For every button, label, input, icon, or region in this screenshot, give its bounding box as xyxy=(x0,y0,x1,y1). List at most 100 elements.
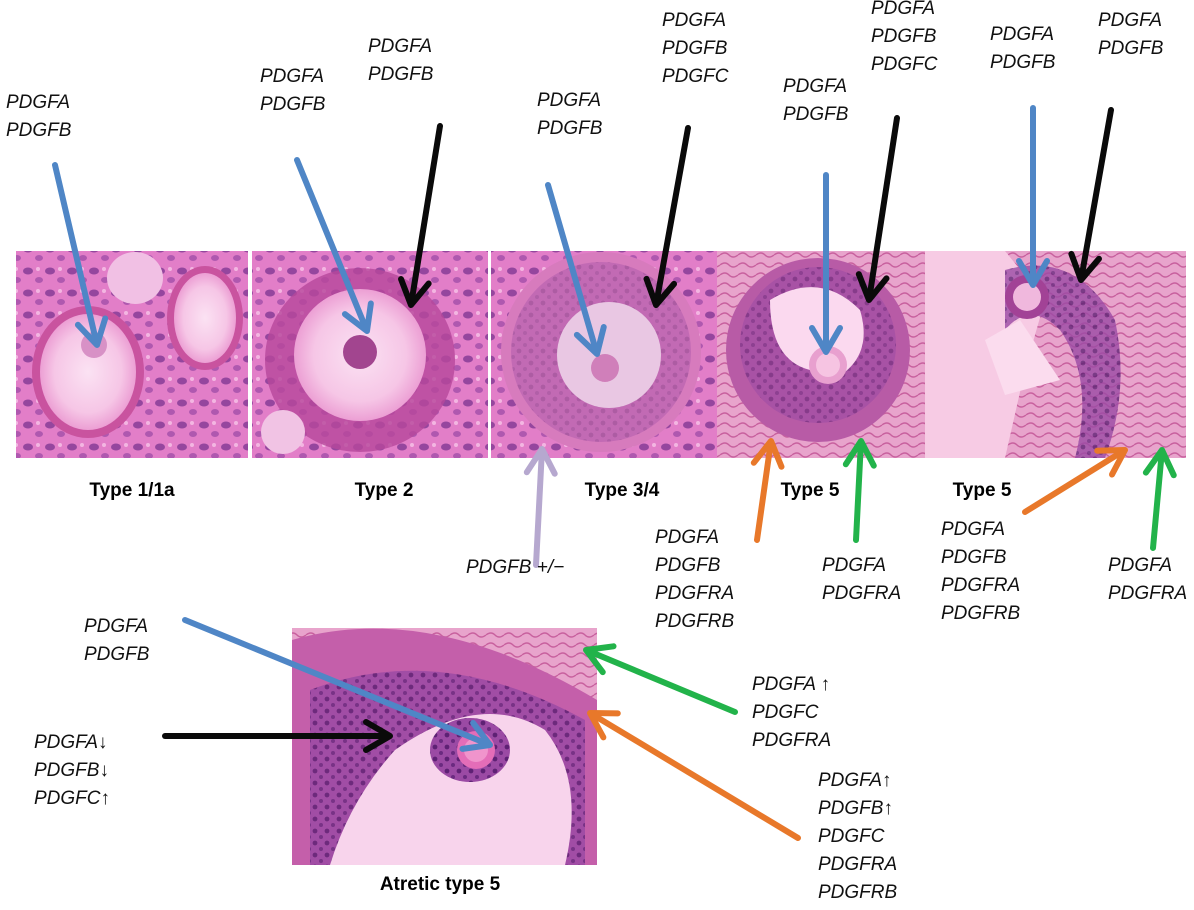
arrow-head xyxy=(523,446,558,477)
label-t2-oocyte: PDGFA PDGFB xyxy=(260,66,326,115)
arrow-shaft xyxy=(653,125,691,306)
caption-type1: Type 1/1a xyxy=(89,480,175,501)
arrow-atr-theca-interna xyxy=(587,710,801,841)
arrows xyxy=(52,105,1177,841)
label-line: PDGFB xyxy=(537,118,603,139)
arrow-t5a-theca-interna xyxy=(750,438,785,543)
label-atr-theca-interna: PDGFA↑ PDGFB↑ PDGFC PDGFRA PDGFRB xyxy=(818,770,898,903)
label-line: PDGFA xyxy=(368,36,432,57)
label-atr-granulosa: PDGFA↓ PDGFB↓ PDGFC↑ xyxy=(34,732,110,809)
arrow-head xyxy=(855,271,890,303)
arrow-atr-oocyte xyxy=(182,617,493,752)
label-line: PDGFA xyxy=(537,90,601,111)
label-line: PDGFA xyxy=(822,555,886,576)
label-line: PDGFB xyxy=(783,104,849,125)
label-line: PDGFB +/− xyxy=(466,557,564,578)
arrow-head xyxy=(1016,258,1050,288)
panel-type2 xyxy=(252,251,488,458)
arrow-shaft xyxy=(853,440,864,543)
label-line: PDGFRA xyxy=(655,583,734,604)
arrow-head xyxy=(573,324,607,357)
label-line: PDGFB xyxy=(6,120,72,141)
arrow-shaft xyxy=(1078,107,1114,281)
label-line: PDGFB xyxy=(941,547,1007,568)
label-t5b-oocyte: PDGFA PDGFB xyxy=(990,24,1056,73)
label-line: PDGFA xyxy=(1098,10,1162,31)
caption-atretic: Atretic type 5 xyxy=(380,874,501,895)
arrow-t5a-oocyte xyxy=(809,172,843,355)
label-line: PDGFA ↑ xyxy=(752,674,830,695)
arrow-head xyxy=(341,300,374,334)
panel-type5b xyxy=(925,251,1186,458)
arrow-t5a-theca-externa xyxy=(842,438,877,543)
arrow-t5b-theca-externa xyxy=(1142,447,1177,551)
label-t34-theca: PDGFB +/− xyxy=(466,557,564,578)
arrow-head xyxy=(809,325,843,355)
arrow-shaft xyxy=(52,162,100,346)
arrow-head xyxy=(587,710,621,741)
label-line: PDGFA xyxy=(6,92,70,113)
label-t5a-granulosa: PDGFA PDGFB PDGFC xyxy=(871,0,938,75)
label-line: PDGFC xyxy=(871,54,938,75)
caption-type34: Type 3/4 xyxy=(585,480,660,501)
arrow-t5b-theca-interna xyxy=(1022,447,1128,515)
arrow-shaft xyxy=(408,123,443,306)
panel-type5a xyxy=(717,251,925,458)
label-line: PDGFRB xyxy=(655,611,735,632)
arrow-head xyxy=(459,719,493,752)
arrow-t5a-granulosa xyxy=(855,115,900,303)
label-line: PDGFRA xyxy=(1108,583,1187,604)
label-line: PDGFC xyxy=(818,826,885,847)
arrow-t5b-granulosa xyxy=(1068,107,1114,283)
arrow-head xyxy=(1068,250,1102,283)
arrow-head xyxy=(74,315,109,348)
arrow-head xyxy=(643,275,678,308)
label-line: PDGFC xyxy=(662,66,729,87)
label-line: PDGFA xyxy=(662,10,726,31)
arrow-shaft xyxy=(182,617,491,747)
arrow-head xyxy=(750,438,785,470)
label-line: PDGFRB xyxy=(818,882,898,903)
label-line: PDGFA xyxy=(871,0,935,19)
caption-type5a: Type 5 xyxy=(781,480,840,501)
caption-type5b: Type 5 xyxy=(953,480,1012,501)
label-line: PDGFB↑ xyxy=(818,798,893,819)
label-line: PDGFRA xyxy=(941,575,1020,596)
arrow-head xyxy=(363,719,393,753)
arrow-shaft xyxy=(545,182,600,355)
label-t34-granulosa: PDGFA PDGFB PDGFC xyxy=(662,10,729,87)
label-line: PDGFB xyxy=(260,94,326,115)
label-line: PDGFC xyxy=(752,702,819,723)
label-line: PDGFA xyxy=(1108,555,1172,576)
arrow-shaft xyxy=(294,157,369,332)
label-line: PDGFA xyxy=(783,76,847,97)
caption-type2: Type 2 xyxy=(355,480,414,501)
arrow-atr-theca-externa xyxy=(583,643,738,715)
label-line: PDGFB xyxy=(84,644,150,665)
label-line: PDGFA xyxy=(990,24,1054,45)
label-atr-oocyte: PDGFA PDGFB xyxy=(84,616,150,665)
label-line: PDGFRA xyxy=(752,730,831,751)
label-line: PDGFB xyxy=(662,38,728,59)
arrow-head xyxy=(398,276,432,308)
label-line: PDGFB xyxy=(655,555,721,576)
label-line: PDGFA xyxy=(84,616,148,637)
label-line: PDGFRB xyxy=(941,603,1021,624)
arrow-head xyxy=(583,643,617,676)
label-line: PDGFB xyxy=(871,26,937,47)
arrow-t5b-oocyte xyxy=(1016,105,1050,288)
panel-type34 xyxy=(491,251,717,458)
arrow-t2-granulosa xyxy=(398,123,443,308)
arrow-head xyxy=(1094,447,1128,478)
label-line: PDGFB xyxy=(990,52,1056,73)
panel-type1 xyxy=(16,251,248,458)
arrow-shaft xyxy=(585,648,738,715)
label-t5a-theca-interna: PDGFA PDGFB PDGFRA PDGFRB xyxy=(655,527,735,632)
label-t2-granulosa: PDGFA PDGFB xyxy=(368,36,434,85)
label-line: PDGFRA xyxy=(818,854,897,875)
label-line: PDGFC↑ xyxy=(34,788,110,809)
label-line: PDGFA xyxy=(260,66,324,87)
arrow-shaft xyxy=(1150,449,1165,551)
label-line: PDGFA↓ xyxy=(34,732,108,753)
